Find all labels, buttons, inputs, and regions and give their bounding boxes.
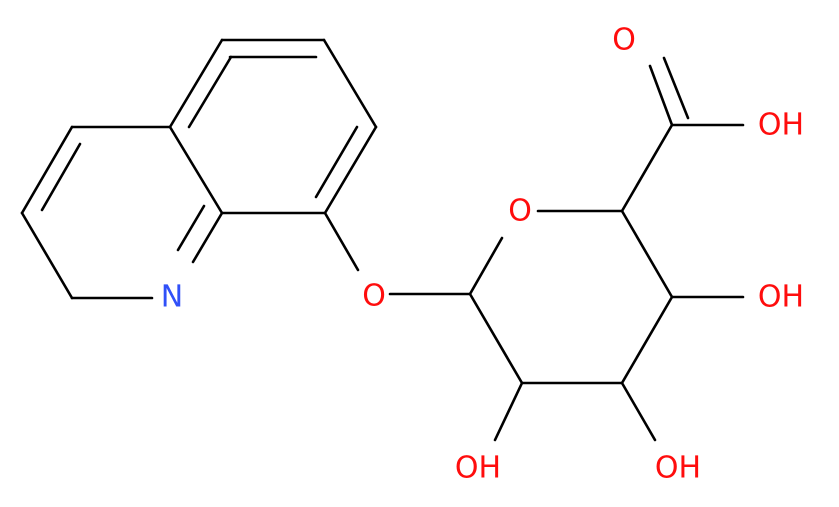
bond xyxy=(323,125,378,215)
bond xyxy=(187,55,233,129)
bond xyxy=(620,295,674,385)
bond xyxy=(468,236,504,296)
bond xyxy=(648,64,674,127)
hydroxyl-right-label: OH xyxy=(758,280,804,315)
bond xyxy=(20,211,74,300)
bond xyxy=(191,211,224,264)
acid-hydroxyl-label: OH xyxy=(758,108,804,143)
bond xyxy=(620,209,674,299)
bond xyxy=(168,38,224,129)
ring-oxygen-label: O xyxy=(508,194,532,229)
bond xyxy=(20,125,74,215)
bonds xyxy=(20,38,745,442)
bond xyxy=(314,125,359,199)
bond xyxy=(40,142,82,212)
bond xyxy=(620,123,674,213)
bond xyxy=(468,292,524,385)
bond xyxy=(168,125,224,215)
hydroxyl-bottom-left-label: OH xyxy=(455,451,501,486)
carbonyl-oxygen-label: O xyxy=(612,23,636,58)
bond xyxy=(493,381,524,442)
bond xyxy=(620,381,657,442)
hydroxyl-bottom-right-label: OH xyxy=(655,451,701,486)
bond xyxy=(176,204,206,252)
nitrogen-atom-label: N xyxy=(161,280,183,315)
bond xyxy=(322,38,378,129)
ether-oxygen-label: O xyxy=(362,279,386,314)
bond xyxy=(323,211,360,272)
bond xyxy=(662,56,690,120)
atom-labels: N O O O OH OH OH OH xyxy=(161,23,804,486)
